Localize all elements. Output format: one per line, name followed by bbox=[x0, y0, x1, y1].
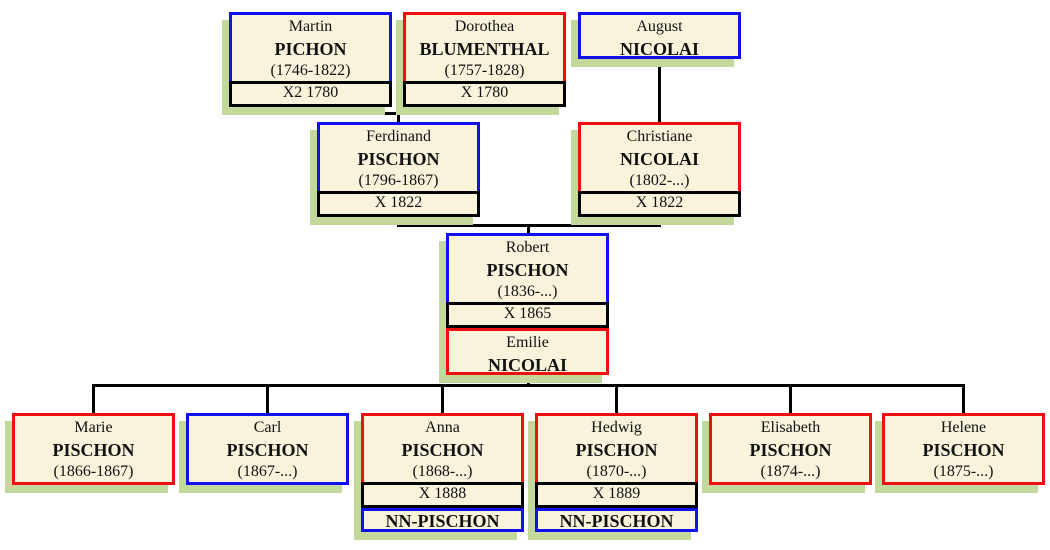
surname: PISCHON bbox=[52, 440, 135, 460]
life-dates: (1868-...) bbox=[412, 463, 473, 480]
connector-line bbox=[265, 383, 269, 415]
surname: PISCHON bbox=[749, 440, 832, 460]
marriage-box: X 1889 bbox=[535, 482, 698, 508]
marriage-box: X 1780 bbox=[403, 81, 566, 107]
connector-line bbox=[526, 223, 530, 235]
marriage-date: X 1822 bbox=[635, 194, 684, 211]
marriage-date: X2 1780 bbox=[282, 84, 339, 101]
connector-line bbox=[440, 383, 444, 415]
connector-line bbox=[91, 383, 965, 387]
given-name: Robert bbox=[505, 239, 550, 256]
surname: NICOLAI bbox=[487, 355, 567, 375]
marriage-box: X 1888 bbox=[361, 482, 524, 508]
connector-line bbox=[788, 383, 792, 415]
marriage-date: X 1865 bbox=[503, 305, 552, 322]
life-dates: (1874-...) bbox=[760, 463, 821, 480]
spouse-box-anna[interactable]: NN-PISCHON bbox=[361, 508, 524, 532]
life-dates: (1746-1822) bbox=[270, 62, 351, 79]
connector-line bbox=[961, 383, 965, 415]
marriage-box: X 1822 bbox=[317, 191, 480, 217]
surname: BLUMENTHAL bbox=[419, 39, 550, 59]
given-name: Martin bbox=[288, 18, 333, 35]
given-name: Carl bbox=[253, 419, 282, 436]
given-name: August bbox=[636, 18, 683, 35]
given-name: Ferdinand bbox=[366, 128, 431, 145]
given-name: Dorothea bbox=[454, 18, 515, 35]
life-dates: (1796-1867) bbox=[358, 172, 439, 189]
connector-line bbox=[91, 383, 95, 415]
marriage-date: X 1889 bbox=[592, 485, 641, 502]
given-name: Helene bbox=[940, 419, 987, 436]
connector-line bbox=[657, 57, 661, 124]
life-dates: (1875-...) bbox=[933, 463, 994, 480]
life-dates: (1867-...) bbox=[237, 463, 298, 480]
surname: PISCHON bbox=[226, 440, 309, 460]
connector-line bbox=[614, 383, 618, 415]
given-name: Christiane bbox=[626, 128, 693, 145]
marriage-date: X 1822 bbox=[374, 194, 423, 211]
given-name: Hedwig bbox=[591, 419, 642, 436]
connector-line bbox=[396, 111, 400, 124]
surname: NICOLAI bbox=[619, 39, 699, 59]
marriage-box: X 1865 bbox=[446, 302, 609, 328]
surname: PISCHON bbox=[486, 260, 569, 280]
marriage-date: X 1888 bbox=[418, 485, 467, 502]
life-dates: (1802-...) bbox=[629, 172, 690, 189]
surname: NN-PISCHON bbox=[559, 511, 674, 531]
marriage-box: X 1822 bbox=[578, 191, 741, 217]
given-name: Emilie bbox=[506, 334, 549, 351]
marriage-box: X2 1780 bbox=[229, 81, 392, 107]
spouse-box-hedwig[interactable]: NN-PISCHON bbox=[535, 508, 698, 532]
life-dates: (1757-1828) bbox=[444, 62, 525, 79]
surname: PISCHON bbox=[922, 440, 1005, 460]
surname: PICHON bbox=[274, 39, 347, 59]
surname: PISCHON bbox=[357, 149, 440, 169]
given-name: Elisabeth bbox=[760, 419, 821, 436]
life-dates: (1836-...) bbox=[497, 283, 558, 300]
life-dates: (1870-...) bbox=[586, 463, 647, 480]
marriage-date: X 1780 bbox=[460, 84, 509, 101]
given-name: Anna bbox=[425, 419, 460, 436]
surname: NN-PISCHON bbox=[385, 511, 500, 531]
given-name: Marie bbox=[74, 419, 113, 436]
surname: PISCHON bbox=[575, 440, 658, 460]
surname: NICOLAI bbox=[619, 149, 699, 169]
surname: PISCHON bbox=[401, 440, 484, 460]
life-dates: (1866-1867) bbox=[53, 463, 134, 480]
